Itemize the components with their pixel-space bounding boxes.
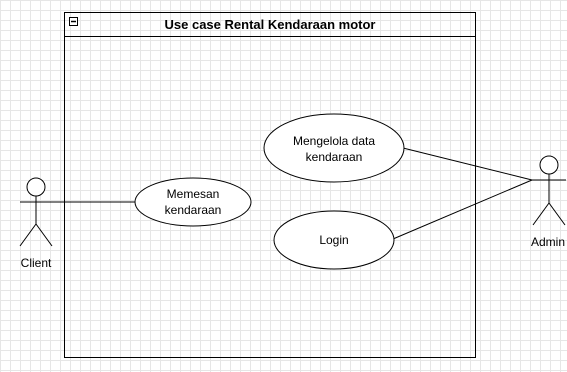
use-case-label-line1: Memesan: [167, 187, 220, 201]
admin-left-leg: [532, 202, 550, 226]
admin-label: Admin: [531, 235, 565, 249]
use-case-label-line2: kendaraan: [165, 203, 222, 217]
use-case-label-line2: kendaraan: [306, 150, 363, 164]
client-label: Client: [21, 256, 52, 270]
use-case-login[interactable]: Login: [273, 210, 395, 270]
actor-client[interactable]: Client: [19, 177, 53, 270]
use-case-mengelola-data-kendaraan[interactable]: Mengelola data kendaraan: [263, 113, 405, 183]
client-head: [26, 177, 46, 197]
use-case-label: Login: [319, 233, 348, 247]
use-case-ellipse: [273, 210, 395, 270]
use-case-label-line1: Mengelola data: [293, 134, 375, 148]
system-boundary[interactable]: [64, 12, 476, 358]
client-left-leg: [19, 223, 37, 247]
use-case-memesan-kendaraan[interactable]: Memesan kendaraan: [134, 177, 252, 227]
admin-right-leg: [548, 202, 566, 226]
boundary-title: Use case Rental Kendaraan motor: [165, 17, 376, 32]
use-case-ellipse: [134, 177, 252, 227]
actor-admin[interactable]: Admin: [531, 155, 566, 249]
admin-head: [539, 155, 559, 175]
association-admin-mengelola[interactable]: [402, 147, 533, 181]
client-right-leg: [35, 223, 53, 247]
association-admin-login[interactable]: [392, 179, 533, 240]
use-case-ellipse: [263, 113, 405, 183]
